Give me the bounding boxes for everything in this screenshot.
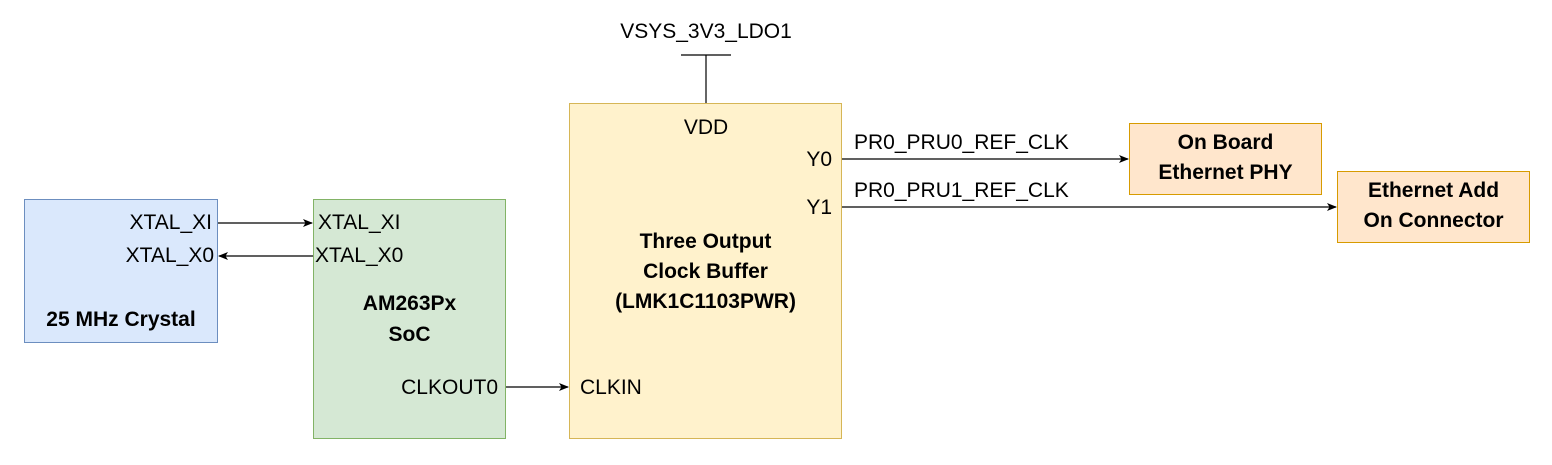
- soc-pin-clkout-label: CLKOUT0: [401, 376, 498, 399]
- connector-title-line1: Ethernet Add: [1367, 179, 1500, 202]
- net-y1-label: PR0_PRU1_REF_CLK: [854, 179, 1069, 202]
- buffer-pin-vdd-label: VDD: [683, 116, 729, 139]
- ethernet-connector-block: [1337, 171, 1530, 243]
- buffer-title-line1: Three Output: [639, 230, 772, 253]
- net-y0-label: PR0_PRU0_REF_CLK: [854, 131, 1069, 154]
- ethernet-phy-block: [1129, 123, 1322, 195]
- phy-title-line1: On Board: [1177, 131, 1274, 154]
- connector-title-line2: On Connector: [1363, 209, 1504, 232]
- buffer-pin-y0-label: Y0: [806, 148, 832, 171]
- crystal-pin-xo-label: XTAL_X0: [125, 244, 214, 267]
- buffer-pin-y1-label: Y1: [806, 196, 832, 219]
- crystal-pin-xi-label: XTAL_XI: [129, 211, 212, 234]
- soc-title-line1: AM263Px: [362, 292, 457, 315]
- crystal-title: 25 MHz Crystal: [46, 308, 196, 331]
- soc-title-line2: SoC: [388, 323, 431, 346]
- buffer-title-line2: Clock Buffer: [643, 260, 768, 283]
- crystal-block: [24, 199, 218, 343]
- clock-buffer-block: [569, 103, 842, 439]
- buffer-pin-clkin-label: CLKIN: [580, 376, 642, 399]
- soc-pin-xo-label: XTAL_X0: [315, 244, 404, 267]
- phy-title-line2: Ethernet PHY: [1158, 161, 1293, 184]
- supply-net-label: VSYS_3V3_LDO1: [620, 20, 792, 43]
- soc-pin-xi-label: XTAL_XI: [318, 211, 401, 234]
- buffer-title-line3: (LMK1C1103PWR): [615, 290, 796, 313]
- soc-block: [313, 199, 506, 439]
